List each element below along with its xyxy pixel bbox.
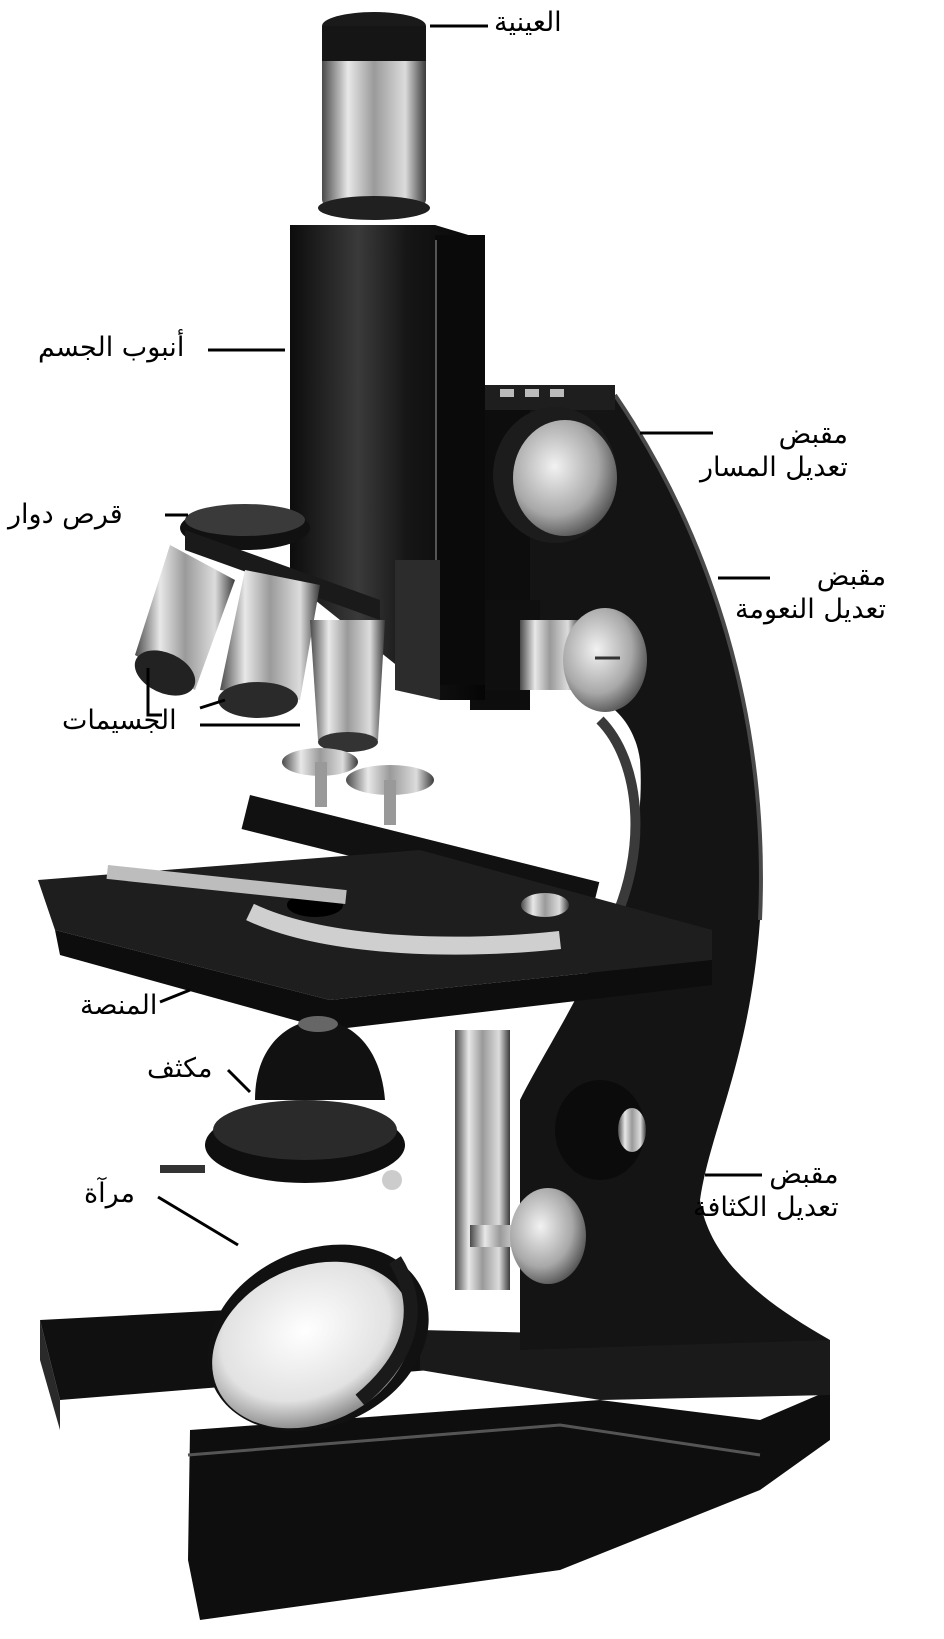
mirror-label-text: مرآة <box>84 1178 136 1209</box>
coarse-knob-label-line1: مقبض <box>778 419 848 450</box>
fine-knob-label-line1: مقبض <box>816 561 887 592</box>
leader-lines <box>146 24 770 1247</box>
condenser-knob-label: مقبض تعديل الكثافة <box>693 1158 839 1224</box>
condenser-label-text: مكثف <box>147 1053 213 1084</box>
focus-rack <box>455 1030 510 1290</box>
stage-label: المنصة <box>80 989 157 1023</box>
objectives-label: الجسيمات <box>62 704 177 738</box>
stage <box>38 850 712 1030</box>
nosepiece <box>180 504 380 620</box>
condenser <box>160 1016 405 1190</box>
eyepiece-label-text: العينية <box>494 7 562 38</box>
body-tube <box>290 225 485 700</box>
mirror-label: مرآة <box>84 1177 135 1211</box>
eyepiece <box>318 12 430 220</box>
fine-knob-label-line2: تعديل النعومة <box>735 594 887 625</box>
nosepiece-label: قرص دوار <box>8 498 123 532</box>
fine-knob-label: مقبض تعديل النعومة <box>735 560 886 626</box>
base <box>40 1300 830 1620</box>
condenser-adjustment-knob <box>470 1080 646 1284</box>
condenser-knob-label-line1: مقبض <box>769 1159 839 1190</box>
body-tube-label: أنبوب الجسم <box>38 331 184 365</box>
condenser-label: مكثف <box>147 1052 212 1086</box>
stage-label-text: المنصة <box>80 990 158 1021</box>
coarse-knob-label-line2: تعديل المسار <box>700 452 848 483</box>
objectives <box>134 545 385 752</box>
nosepiece-label-text: قرص دوار <box>8 499 123 530</box>
condenser-knob-label-line2: تعديل الكثافة <box>693 1192 839 1223</box>
objectives-label-text: الجسيمات <box>62 705 177 736</box>
coarse-adjustment-knob <box>493 407 617 543</box>
coarse-knob-label: مقبض تعديل المسار <box>700 418 848 484</box>
body-tube-label-text: أنبوب الجسم <box>38 332 185 363</box>
eyepiece-label: العينية <box>494 6 562 40</box>
mirror <box>207 1244 429 1432</box>
